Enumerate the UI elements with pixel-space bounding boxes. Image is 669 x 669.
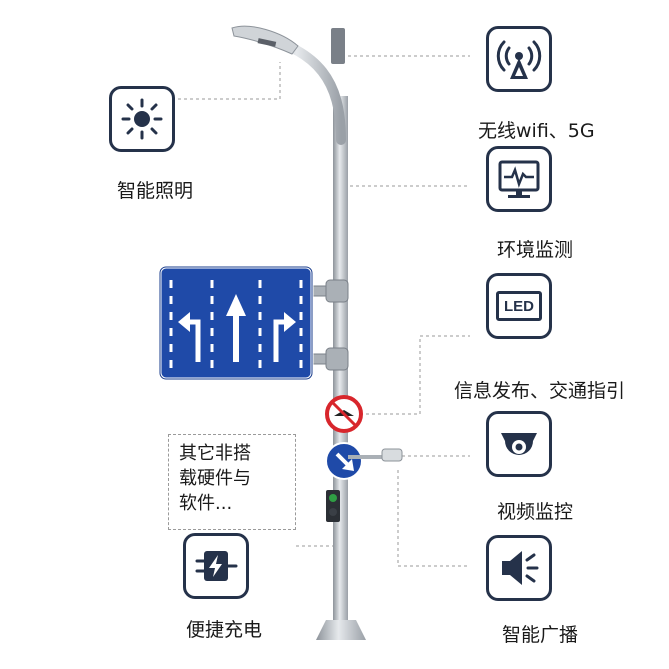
leader-lines [178,55,470,567]
pedestrian-signal [326,490,340,522]
charging-plug-icon [195,551,238,581]
label-led-info: 信息发布、交通指引 [454,380,626,402]
video-card [486,411,552,477]
label-lighting: 智能照明 [117,180,194,202]
label-charging: 便捷充电 [186,619,263,641]
dome-camera-icon [501,433,537,455]
no-horn-sign [325,395,363,433]
lane-direction-sign [158,265,314,381]
direction-circle-sign [325,442,363,480]
camera-device [381,448,403,462]
note-line-1: 其它非搭 [179,443,251,464]
led-info-card: LED [486,273,552,339]
lamp-arm [255,31,346,145]
label-environment: 环境监测 [497,239,574,261]
signal-tower-icon [496,40,542,79]
note-line-3: 软件... [179,493,233,514]
other-hardware-note: 其它非搭 载硬件与 软件... [168,434,296,530]
smart-lighting-card [109,86,175,152]
charging-card [183,533,249,599]
note-line-2: 载硬件与 [179,468,251,489]
sun-icon [121,98,163,140]
label-broadcast: 智能广播 [502,624,579,646]
broadcast-card [486,535,552,601]
environment-card [486,146,552,212]
monitor-pulse-icon [498,160,540,198]
antenna-device [331,28,345,64]
wireless-card [486,26,552,92]
pole-base [316,620,366,640]
led-display-icon: LED [496,291,542,321]
label-wireless: 无线wifi、5G [478,120,595,142]
label-video: 视频监控 [497,501,574,523]
speaker-icon [502,551,539,585]
